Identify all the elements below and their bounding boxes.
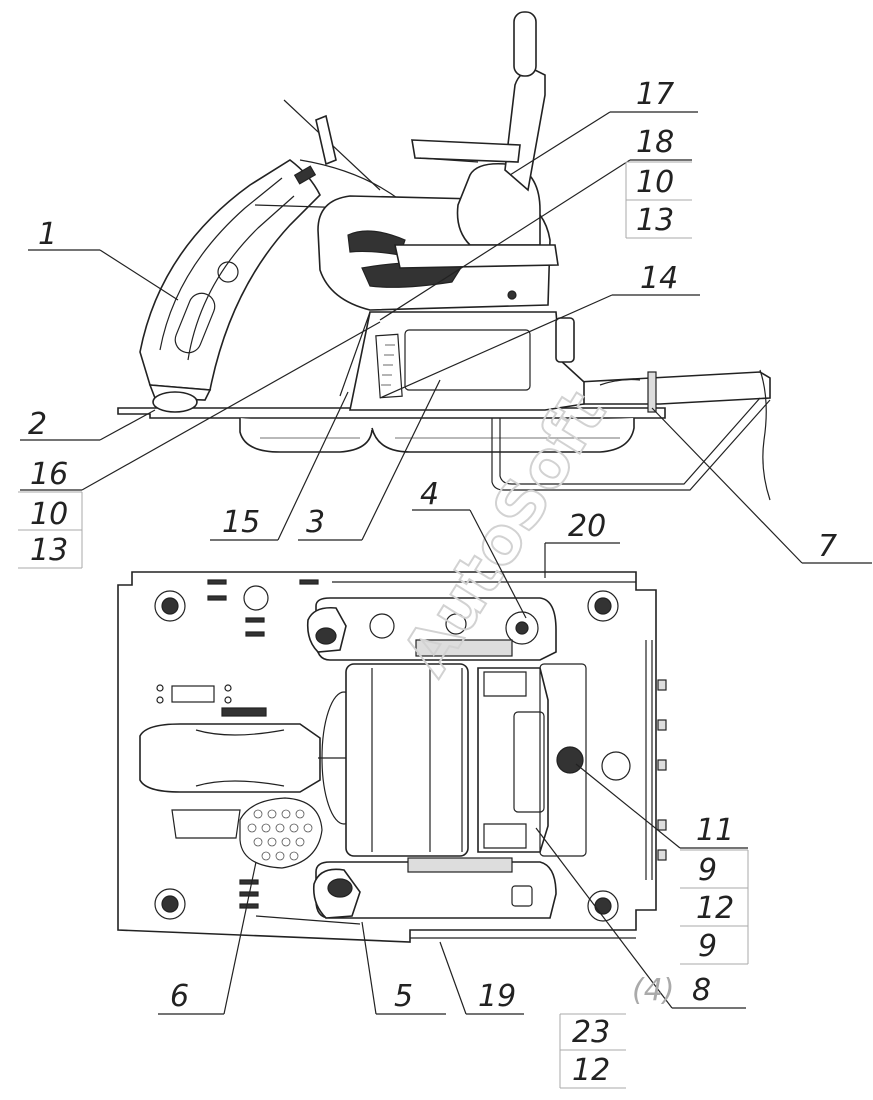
callout-16: 16: [30, 457, 68, 492]
callout-11: 11: [696, 813, 734, 848]
callout-labels: 1 2 16 10 13 15 3 4 20 14 17 18 10 13 7 …: [18, 77, 837, 1089]
callout-9-a: 9: [698, 853, 717, 888]
callout-19: 19: [478, 979, 516, 1014]
callout-3: 3: [306, 505, 325, 540]
callout-14: 14: [640, 261, 678, 296]
callout-5: 5: [394, 979, 413, 1014]
callout-7: 7: [818, 529, 837, 564]
callout-15: 15: [222, 505, 260, 540]
top-view: [117, 571, 667, 943]
callout-13-left: 13: [30, 533, 68, 568]
callout-8: 8: [692, 973, 711, 1008]
callout-23: 23: [572, 1015, 610, 1050]
callout-10-left: 10: [30, 497, 68, 532]
callout-13-right: 13: [636, 203, 674, 238]
callout-10-right: 10: [636, 165, 674, 200]
callout-18: 18: [636, 125, 674, 160]
callout-6: 6: [170, 979, 189, 1014]
callout-1: 1: [38, 217, 57, 252]
callout-12-b: 12: [572, 1053, 610, 1088]
callout-17: 17: [636, 77, 674, 112]
callout-12-a: 12: [696, 891, 734, 926]
callout-9-b: 9: [698, 929, 717, 964]
callout-4: 4: [420, 477, 439, 512]
leader-lines: [20, 111, 872, 1015]
callout-4-ref: (4): [632, 973, 675, 1008]
callout-20: 20: [568, 509, 606, 544]
callout-2: 2: [28, 407, 47, 442]
